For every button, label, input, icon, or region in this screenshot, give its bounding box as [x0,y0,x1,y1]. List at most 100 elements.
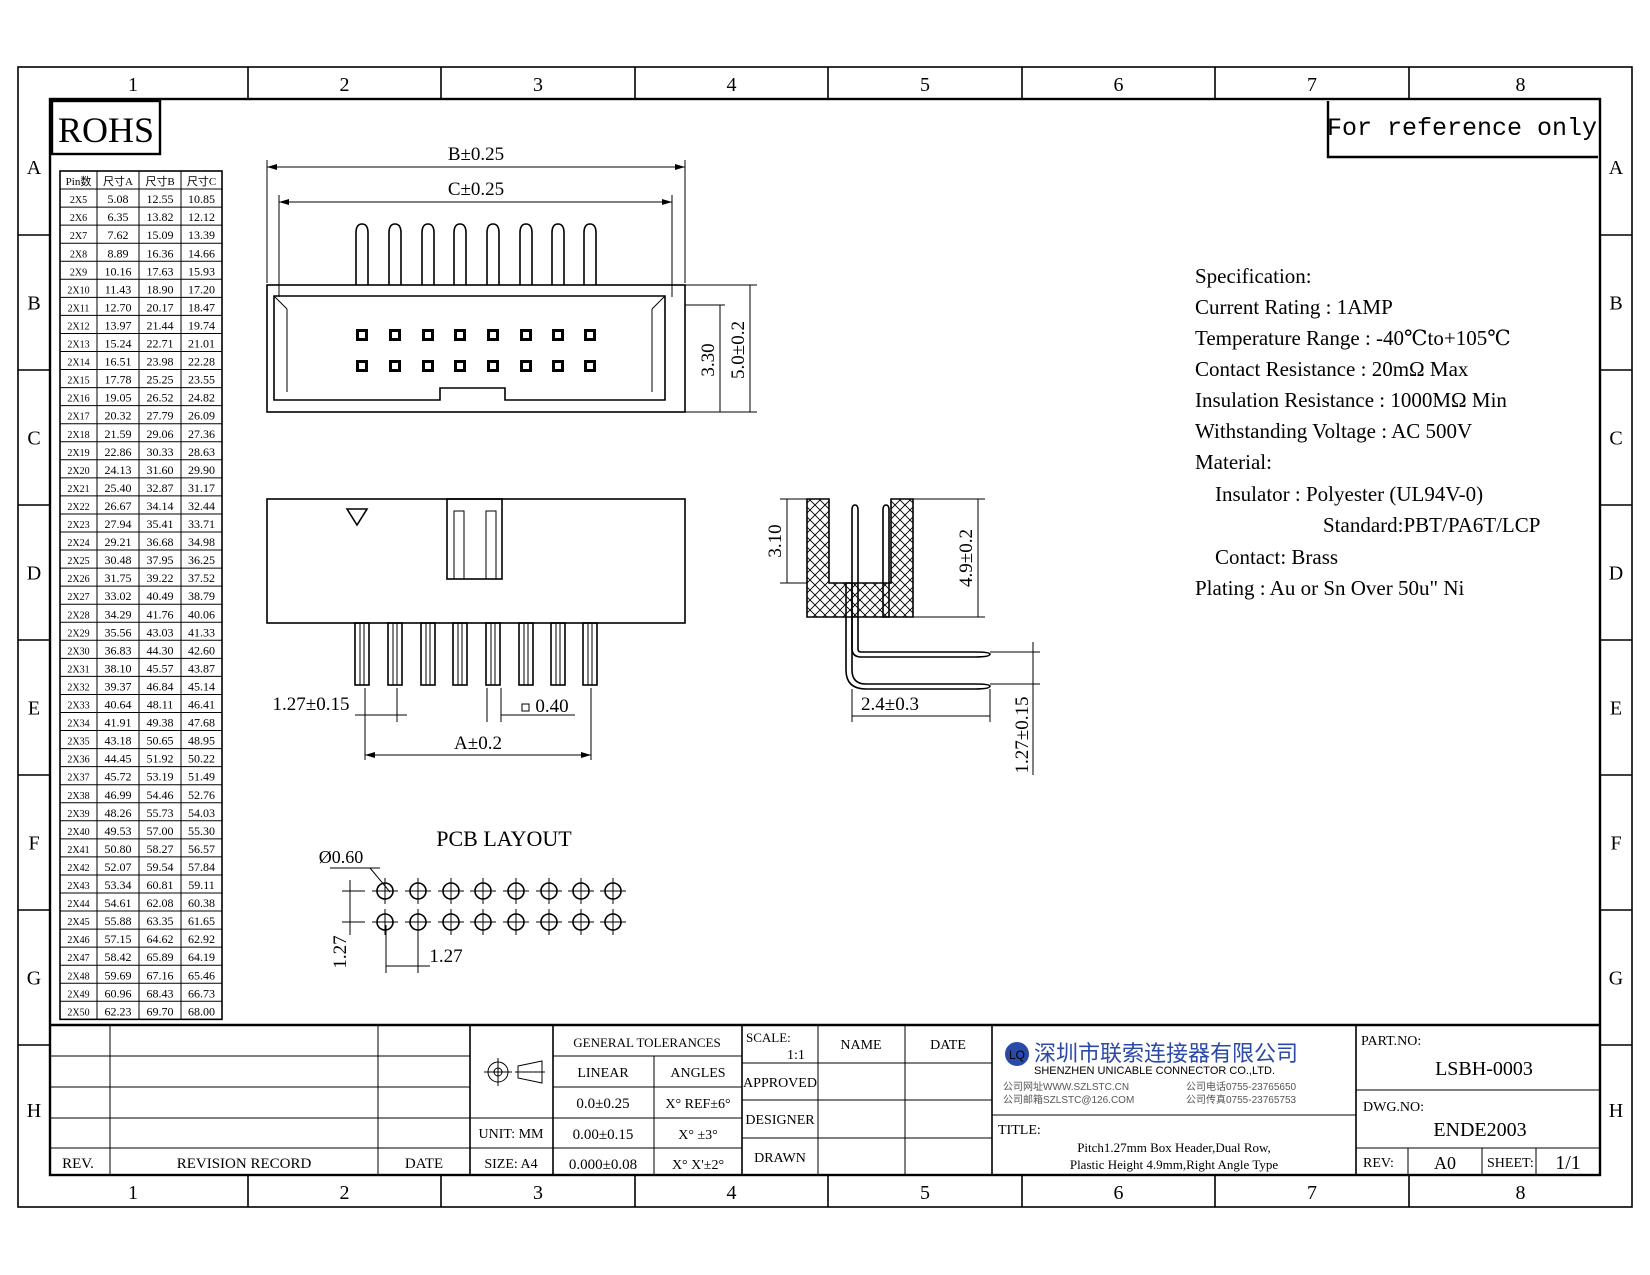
dim-127-vert-label: 1.27±0.15 [1012,697,1033,774]
row-label-left: B [27,293,40,315]
table-cell: 24.13 [105,463,132,477]
table-cell: 46.99 [105,788,132,802]
table-cell: 43.03 [147,625,174,639]
table-cell: 52.07 [105,860,132,874]
company-name-cn: 深圳市联索连接器有限公司 [1034,1041,1298,1066]
table-cell: 27.36 [188,427,215,441]
table-cell: 46.41 [188,698,215,712]
col-label-bottom: 1 [128,1182,138,1204]
table-cell: 31.17 [188,481,215,495]
table-cell: 2X21 [67,484,89,495]
row-label-right: D [1609,563,1623,585]
top-pin [453,223,467,285]
table-cell: 2X9 [70,267,87,278]
table-cell: 60.38 [188,896,215,910]
front-pin [387,622,403,686]
side-pin-lower [845,582,991,690]
col-label-bottom: 5 [920,1182,930,1204]
table-cell: 19.05 [105,391,132,405]
table-cell: 15.09 [147,228,174,242]
table-cell: 50.65 [147,734,174,748]
general-tolerances-label: GENERAL TOLERANCES [573,1035,720,1050]
table-cell: 53.19 [147,770,174,784]
table-cell: 50.80 [105,842,132,856]
spec-standard: Standard:PBT/PA6T/LCP [1323,513,1540,537]
front-pin [582,622,598,686]
table-cell: 68.43 [147,986,174,1000]
table-cell: 39.22 [147,571,174,585]
table-cell: 53.34 [105,878,132,892]
row-label-right: C [1609,428,1622,450]
dim-50-label: 5.0±0.2 [728,321,749,379]
table-cell: 44.45 [105,752,132,766]
table-cell: 2X38 [67,791,89,802]
spec-temperature: Temperature Range : -40℃to+105℃ [1195,326,1511,350]
table-cell: 29.06 [147,427,174,441]
spec-contact-resistance: Contact Resistance : 20mΩ Max [1195,357,1469,381]
revision-record-label: REVISION RECORD [177,1156,312,1172]
drawn-label: DRAWN [754,1151,806,1166]
table-cell: 64.62 [147,932,174,946]
table-cell: 2X37 [67,773,89,784]
table-cell: 8.89 [108,246,129,260]
table-cell: 56.57 [188,842,215,856]
table-cell: 10.16 [105,264,132,278]
table-cell: 57.00 [147,824,174,838]
table-cell: 20.17 [147,300,174,314]
table-cell: 17.63 [147,264,174,278]
title-block: REV. REVISION RECORD DATE UNIT: MM SIZE:… [50,1023,1600,1175]
row-label-right: F [1610,833,1621,855]
side-view: 3.10 4.9±0.2 2.4±0.3 1.27±0.15 [765,498,1040,775]
table-cell: 59.11 [188,878,215,892]
table-cell: 2X20 [67,466,89,477]
rev-label: REV: [1363,1156,1394,1171]
row-label-left: D [27,563,41,585]
spec-plating: Plating : Au or Sn Over 50u" Ni [1195,576,1464,600]
table-cell: 41.91 [105,716,132,730]
table-cell: 36.68 [147,535,174,549]
table-cell: 2X13 [67,340,89,351]
table-cell: 2X30 [67,646,89,657]
table-cell: 44.30 [147,643,174,657]
table-cell: 2X43 [67,881,89,892]
table-cell: 38.10 [105,661,132,675]
table-cell: 59.54 [147,860,174,874]
table-cell: 47.68 [188,716,215,730]
table-cell: 48.11 [147,698,174,712]
table-cell: 59.69 [105,968,132,982]
table-cell: 2X19 [67,448,89,459]
table-cell: 2X46 [67,935,89,946]
table-cell: 31.75 [105,571,132,585]
sheet-value: 1/1 [1555,1152,1581,1174]
table-cell: 2X45 [67,917,89,928]
table-cell: 2X12 [67,321,89,332]
front-pin [518,622,534,686]
row-label-right: G [1609,968,1623,990]
side-body-section [806,498,914,618]
spec-insulator: Insulator : Polyester (UL94V-0) [1215,482,1483,506]
unit-label: UNIT: MM [478,1127,544,1142]
table-cell: 13.39 [188,228,215,242]
col-label-top: 3 [533,74,543,96]
table-cell: 32.87 [147,481,174,495]
row-label-left: F [28,833,39,855]
dim-a-label: A±0.2 [454,733,502,754]
table-cell: 27.94 [105,517,132,531]
table-cell: 64.19 [188,950,215,964]
col-label-top: 8 [1516,74,1526,96]
col-label-bottom: 3 [533,1182,543,1204]
table-cell: 51.49 [188,770,215,784]
approved-label: APPROVED [743,1076,817,1091]
table-cell: 42.60 [188,643,215,657]
table-cell: 22.86 [105,445,132,459]
table-cell: 58.42 [105,950,132,964]
pcb-holes [372,878,626,935]
front-pin [420,622,436,686]
table-cell: 5.08 [108,192,129,206]
table-cell: 49.53 [105,824,132,838]
row-label-left: A [27,157,42,179]
table-cell: 34.98 [188,535,215,549]
col-label-top: 7 [1307,74,1317,96]
table-cell: 37.95 [147,553,174,567]
